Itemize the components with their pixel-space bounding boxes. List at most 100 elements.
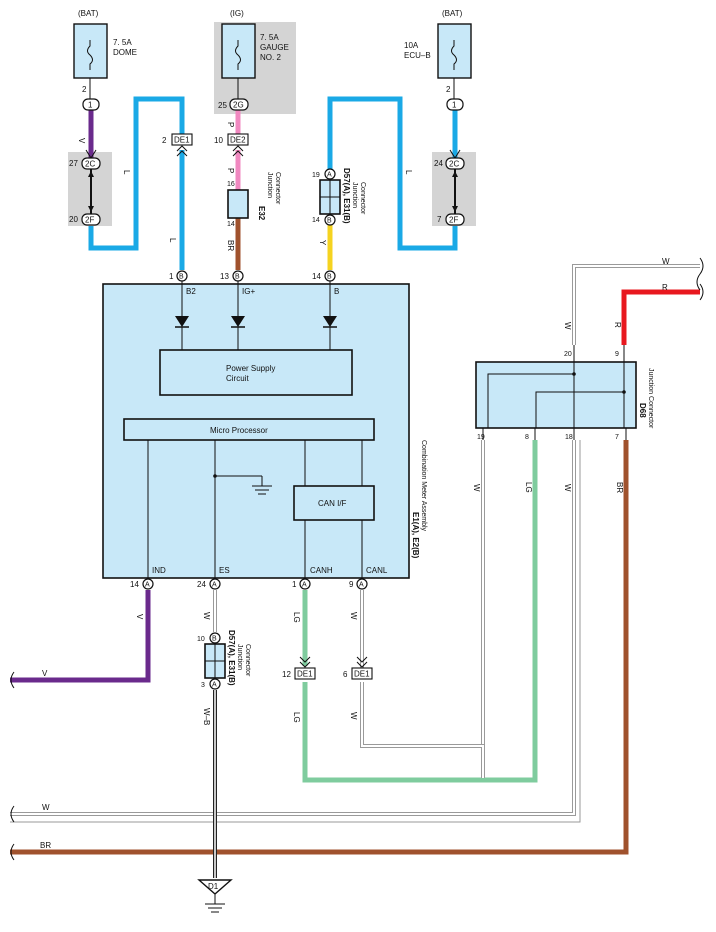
- svg-text:10: 10: [197, 636, 205, 643]
- ground-d1-triangle: [197, 879, 233, 895]
- fuse-gauge-name2: NO. 2: [260, 53, 281, 62]
- svg-text:A: A: [212, 582, 217, 589]
- svg-text:DE1: DE1: [297, 670, 313, 679]
- svg-text:W: W: [472, 484, 481, 492]
- ground-icon: [205, 903, 225, 913]
- junction-d68: [475, 361, 637, 429]
- connector-de1-top: [171, 133, 193, 146]
- wire-w-bottom-left: [10, 440, 581, 823]
- svg-text:2: 2: [82, 85, 87, 94]
- svg-text:20: 20: [69, 215, 78, 224]
- pin-j-lower-a: [209, 678, 221, 690]
- svg-text:A: A: [359, 582, 364, 589]
- svg-text:B: B: [235, 274, 240, 281]
- diode-b: [323, 316, 337, 327]
- svg-text:3: 3: [201, 682, 205, 689]
- fuse-dome-name: DOME: [113, 48, 137, 57]
- meter-name-label: Combination Meter Assembly: [420, 440, 427, 532]
- fuse-ecub: [437, 23, 472, 79]
- svg-text:Junction: Junction: [351, 182, 358, 208]
- svg-text:19: 19: [477, 434, 485, 441]
- svg-text:IND: IND: [152, 566, 166, 575]
- pin-left-2f: [81, 213, 101, 226]
- svg-text:L: L: [404, 170, 413, 175]
- svg-text:Connector: Connector: [274, 172, 281, 205]
- ground-d1-label: D1: [208, 882, 219, 891]
- pin-j-upper-b: [324, 214, 336, 226]
- svg-text:B: B: [327, 218, 332, 225]
- fuse-gauge-name1: GAUGE: [260, 43, 289, 52]
- wire-r-top-right: [621, 289, 700, 345]
- svg-text:BR: BR: [40, 841, 51, 850]
- svg-text:2C: 2C: [85, 160, 95, 169]
- svg-text:L: L: [168, 238, 177, 243]
- svg-text:18: 18: [565, 434, 573, 441]
- wire-end-r-top: [699, 283, 704, 301]
- svg-text:Power Supply: Power Supply: [226, 364, 275, 373]
- svg-text:2: 2: [446, 85, 451, 94]
- svg-text:6: 6: [343, 670, 348, 679]
- svg-text:DE2: DE2: [230, 136, 246, 145]
- e32-label: E32: [257, 206, 266, 221]
- wire-l-left-loop: [88, 96, 185, 251]
- svg-text:20: 20: [564, 351, 572, 358]
- svg-text:W–B: W–B: [202, 708, 211, 725]
- meter-id-label: E1(A), E2(B): [411, 512, 420, 559]
- svg-text:Y: Y: [318, 240, 327, 246]
- wire-w-canl-return: [360, 682, 485, 778]
- svg-text:1: 1: [292, 580, 297, 589]
- meter-pin-canh: [299, 578, 311, 590]
- svg-text:R: R: [662, 283, 668, 292]
- svg-text:24: 24: [197, 580, 206, 589]
- svg-text:2F: 2F: [85, 216, 94, 225]
- micro-processor: [123, 418, 375, 441]
- connector-de2: [227, 133, 249, 146]
- svg-text:A: A: [212, 682, 217, 689]
- svg-text:2: 2: [162, 136, 167, 145]
- svg-text:W: W: [563, 484, 572, 492]
- svg-text:14: 14: [227, 221, 235, 228]
- svg-text:12: 12: [282, 670, 291, 679]
- fuse-gauge-source: (IG): [230, 9, 244, 18]
- pin-j-upper-a: [324, 168, 336, 180]
- wire-w-top-right: [572, 264, 700, 345]
- svg-text:W: W: [42, 803, 50, 812]
- svg-text:10: 10: [214, 136, 223, 145]
- svg-text:27: 27: [69, 159, 78, 168]
- meter-pin-es: [209, 578, 221, 590]
- svg-text:B: B: [179, 274, 184, 281]
- svg-text:V: V: [77, 138, 86, 144]
- svg-text:A: A: [327, 172, 332, 179]
- svg-text:P: P: [226, 168, 235, 173]
- svg-text:DE1: DE1: [354, 670, 370, 679]
- wire-lg-d68-8: [302, 440, 538, 783]
- svg-text:ES: ES: [219, 566, 230, 575]
- svg-text:W: W: [349, 612, 358, 620]
- meter-pin-ind: [142, 578, 154, 590]
- svg-text:19: 19: [312, 172, 320, 179]
- svg-text:LG: LG: [292, 612, 301, 623]
- svg-text:14: 14: [312, 272, 321, 281]
- svg-text:W: W: [349, 712, 358, 720]
- svg-text:L: L: [122, 170, 131, 175]
- svg-text:R: R: [613, 322, 622, 328]
- svg-text:2C: 2C: [449, 160, 459, 169]
- svg-text:W: W: [202, 612, 211, 620]
- wire-end-w-left: [10, 805, 15, 823]
- svg-text:V: V: [42, 669, 48, 678]
- svg-text:LG: LG: [524, 482, 533, 493]
- svg-text:24: 24: [434, 159, 443, 168]
- pin-right-2f: [445, 213, 465, 226]
- svg-text:9: 9: [349, 580, 354, 589]
- svg-text:Connector: Connector: [359, 182, 366, 215]
- svg-text:14: 14: [130, 580, 139, 589]
- svg-text:B: B: [334, 287, 339, 296]
- svg-text:Junction Connector: Junction Connector: [647, 368, 654, 429]
- svg-text:Junction: Junction: [266, 172, 273, 198]
- svg-text:CAN I/F: CAN I/F: [318, 499, 347, 508]
- connector-de1-canl: [351, 667, 373, 680]
- svg-text:Circuit: Circuit: [226, 374, 249, 383]
- fuse-ecub-source: (BAT): [442, 9, 463, 18]
- svg-text:P: P: [226, 122, 235, 127]
